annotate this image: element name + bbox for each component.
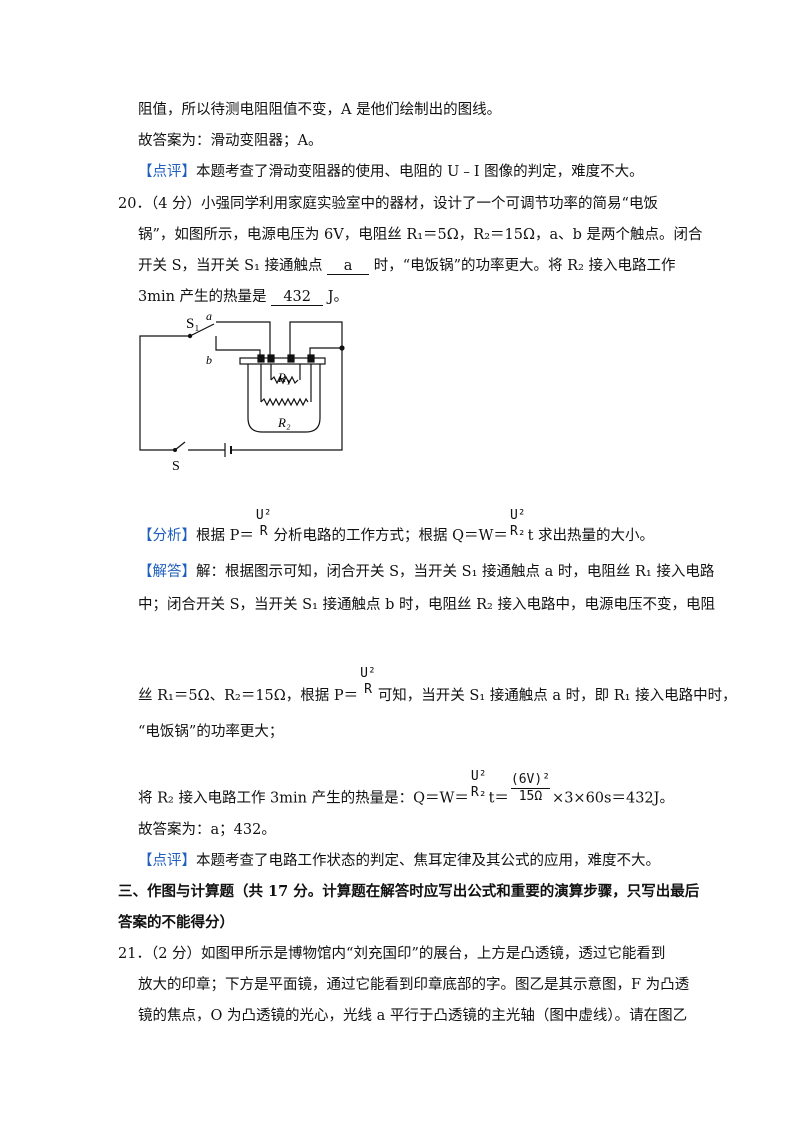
fraction-numerator: U²	[255, 508, 272, 523]
fraction-numerator: U²	[360, 666, 376, 681]
text-span: 3min 产生的热量是	[138, 289, 267, 305]
comment-line: 【点评】本题考查了电路工作状态的判定、焦耳定律及其公式的应用，难度不大。	[138, 851, 660, 871]
solution-line: 中；闭合开关 S，当开关 S₁ 接通触点 b 时，电阻丝 R₂ 接入电路中，电源…	[138, 597, 715, 613]
question-21-line: 21．（2 分）如图甲所示是博物馆内“刘充国印”的展台，上方是凸透镜，透过它能看…	[118, 946, 666, 962]
text-line: 故答案为：滑动变阻器；A。	[138, 133, 323, 149]
text-span: 解：根据图示可知，闭合开关 S，当开关 S₁ 接通触点 a 时，电阻丝 R₁ 接…	[196, 564, 715, 580]
solution-tag: 【解答】	[138, 564, 196, 580]
fraction-numerator: U²	[470, 768, 487, 784]
fraction-denominator: 15Ω	[518, 789, 543, 804]
text-span: ×3×60s＝432J。	[552, 790, 674, 807]
answer-blank-1: a	[327, 258, 370, 275]
text-span: J。	[327, 289, 349, 305]
text-span: t＝	[488, 790, 509, 807]
question-20-line: 20．（4 分）小强同学利用家庭实验室中的器材，设计了一个可调节功率的简易“电饭	[118, 196, 658, 212]
label-r1: R₁	[277, 370, 290, 385]
text-span: 根据 P＝	[196, 528, 254, 544]
circuit-diagram: S₁ a b R₁ R₂ S	[139, 310, 345, 474]
text-span: 可知，当开关 S₁ 接通触点 a 时，即 R₁ 接入电路中时，	[377, 688, 737, 704]
comment-tag: 【点评】	[138, 164, 196, 180]
section-heading: 三、作图与计算题（共 17 分。计算题在解答时应写出公式和重要的演算步骤，只写出…	[118, 883, 700, 900]
answer-blank-2: 432	[271, 289, 324, 306]
solution-line: “电饭锅”的功率更大；	[138, 724, 284, 740]
question-21-line: 放大的印章；下方是平面镜，通过它能看到印章底部的字。图乙是其示意图，F 为凸透	[138, 977, 690, 993]
fraction-denominator: R₂	[509, 524, 526, 539]
fraction-numerator: U²	[509, 508, 526, 523]
comment-text: 本题考查了电路工作状态的判定、焦耳定律及其公式的应用，难度不大。	[196, 853, 660, 869]
text-span: t 求出热量的大小。	[527, 528, 655, 544]
solution-line: 【解答】解：根据图示可知，闭合开关 S，当开关 S₁ 接通触点 a 时，电阻丝 …	[138, 562, 714, 582]
comment-tag: 【点评】	[138, 853, 196, 869]
fraction-denominator: R	[259, 524, 268, 539]
fraction-denominator: R₂	[470, 784, 487, 800]
text-line: 阻值，所以待测电阻阻值不变，A 是他们绘制出的图线。	[138, 102, 502, 118]
fraction-denominator: R	[364, 682, 372, 697]
label-b: b	[206, 353, 212, 367]
analysis-tag: 【分析】	[138, 528, 196, 544]
label-s: S	[172, 459, 180, 474]
text-span: 时，“电饭锅”的功率更大。将 R₂ 接入电路工作	[373, 258, 676, 274]
label-r2: R₂	[277, 415, 291, 430]
question-20-line: 3min 产生的热量是 432 J。	[138, 287, 348, 307]
text-span: 分析电路的工作方式；根据 Q＝W＝	[273, 528, 508, 544]
label-a: a	[206, 310, 212, 323]
solution-line: 故答案为：a；432。	[138, 822, 276, 838]
question-20-line: 开关 S，当开关 S₁ 接通触点 a 时，“电饭锅”的功率更大。将 R₂ 接入电…	[138, 256, 676, 276]
text-span: 丝 R₁＝5Ω、R₂＝15Ω，根据 P＝	[138, 688, 359, 704]
fraction-numerator: (6V)²	[510, 772, 551, 789]
text-span: 开关 S，当开关 S₁ 接通触点	[138, 258, 323, 274]
comment-line: 【点评】本题考查了滑动变阻器的使用、电阻的 U﹣I 图像的判定，难度不大。	[138, 162, 644, 182]
section-heading: 答案的不能得分）	[118, 914, 234, 931]
question-20-line: 锅”，如图所示，电源电压为 6V，电阻丝 R₁＝5Ω，R₂＝15Ω，a、b 是两…	[138, 227, 703, 243]
label-s1: S₁	[186, 316, 200, 332]
question-21-line: 镜的焦点，O 为凸透镜的光心，光线 a 平行于凸透镜的主光轴（图中虚线）。请在图…	[138, 1008, 688, 1024]
comment-text: 本题考查了滑动变阻器的使用、电阻的 U﹣I 图像的判定，难度不大。	[196, 164, 644, 180]
text-span: 将 R₂ 接入电路工作 3min 产生的热量是：Q＝W＝	[138, 790, 469, 807]
